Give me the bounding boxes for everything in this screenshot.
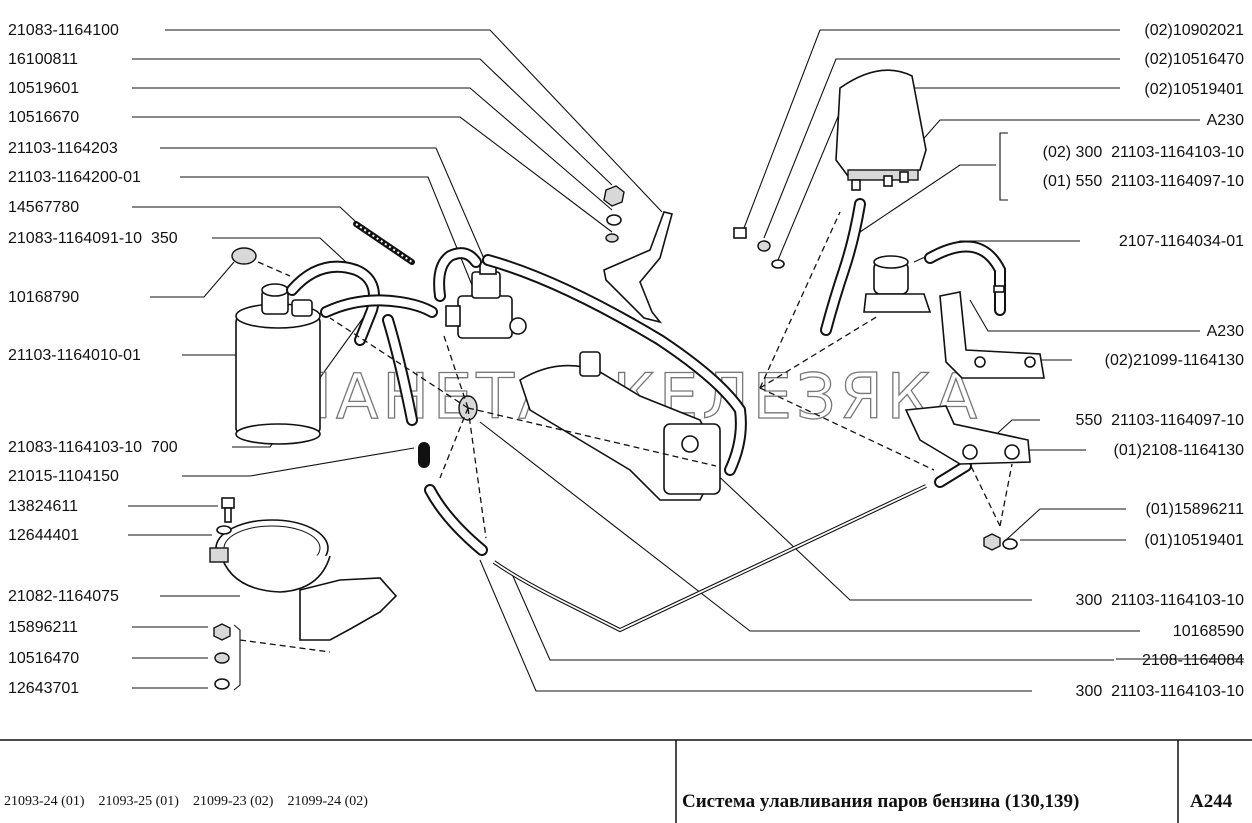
nut-01-15896211 xyxy=(983,533,1001,551)
label-02-21099-1164130: (02)21099-1164130 xyxy=(1105,352,1244,369)
fuel-separator xyxy=(835,69,927,191)
throttle-body xyxy=(519,351,721,501)
label-10516470: 10516470 xyxy=(8,650,79,667)
bolt-13824611 xyxy=(221,497,235,523)
label-02-10516470: (02)10516470 xyxy=(1144,51,1244,68)
purge-solenoid-valve xyxy=(445,261,527,339)
label-10516670: 10516670 xyxy=(8,109,79,126)
washer-10516670 xyxy=(605,233,619,243)
label-10168790: 10168790 xyxy=(8,289,79,306)
footer-title: Система улавливания паров бензина (130,1… xyxy=(682,791,1079,812)
label-02-300-21103-1164103-10: (02) 300 21103-1164103-10 xyxy=(1043,144,1244,161)
label-21103-1164010-01: 21103-1164010-01 xyxy=(8,347,141,364)
label-21015-1104150: 21015-1104150 xyxy=(8,468,119,485)
washer-10519601 xyxy=(606,214,622,226)
label-300-21103-1164103-10-b: 300 21103-1164103-10 xyxy=(1076,683,1245,700)
bolt-02-10902021 xyxy=(733,227,747,239)
left-labels: 21083-1164100 16100811 10519601 10516670… xyxy=(8,22,178,697)
footer-page-code: A244 xyxy=(1190,791,1233,812)
washer-01-10519401 xyxy=(1002,538,1018,550)
gravity-valve xyxy=(863,255,932,313)
label-21083-1164091-10-350: 21083-1164091-10 350 xyxy=(8,230,178,247)
label-2107-1164034-01: 2107-1164034-01 xyxy=(1119,233,1244,250)
label-2108-1164084: 2108-1164084 xyxy=(1142,652,1244,669)
assembly-arrows xyxy=(239,211,1013,653)
bolt-a230 xyxy=(993,285,1005,293)
label-300-21103-1164103-10-a: 300 21103-1164103-10 xyxy=(1076,592,1245,609)
label-21082-1164075: 21082-1164075 xyxy=(8,588,119,605)
label-12643701: 12643701 xyxy=(8,680,79,697)
label-21103-1164200-01: 21103-1164200-01 xyxy=(8,169,141,186)
label-10519601: 10519601 xyxy=(8,80,79,97)
label-15896211: 15896211 xyxy=(8,619,78,636)
label-21103-1164203: 21103-1164203 xyxy=(8,140,118,157)
label-01-2108-1164130: (01)2108-1164130 xyxy=(1114,442,1245,459)
label-01-10519401: (01)10519401 xyxy=(1144,532,1244,549)
washer-12643701 xyxy=(214,678,230,690)
label-12644401: 12644401 xyxy=(8,527,79,544)
label-01-550-21103-1164097-10: (01) 550 21103-1164097-10 xyxy=(1043,173,1244,190)
leader-lines-left xyxy=(128,29,663,689)
footer-model-list: 21093-24 (01) 21093-25 (01) 21099-23 (02… xyxy=(4,794,368,809)
nut-15896211 xyxy=(213,623,231,641)
label-02-10519401: (02)10519401 xyxy=(1144,81,1244,98)
label-21083-1164103-10-700: 21083-1164103-10 700 xyxy=(8,439,178,456)
washer-10516470 xyxy=(214,652,230,664)
label-16100811: 16100811 xyxy=(8,51,78,68)
label-02-10902021: (02)10902021 xyxy=(1144,22,1244,39)
label-13824611: 13824611 xyxy=(8,498,78,515)
left-label-bracket xyxy=(233,624,241,691)
right-label-bracket xyxy=(999,132,1008,201)
metal-tube-2108-1164084 xyxy=(492,484,927,633)
adsorber-canister xyxy=(235,283,321,445)
label-10168590: 10168590 xyxy=(1173,623,1244,640)
canister-hoses xyxy=(286,260,438,426)
nut-16100811 xyxy=(603,185,625,207)
right-labels: (02)10902021 (02)10516470 (02)10519401 A… xyxy=(1043,22,1244,700)
bracket-01-2108-1164130 xyxy=(904,405,1031,465)
label-550-21103-1164097-10: 550 21103-1164097-10 xyxy=(1076,412,1245,429)
bracket-02-21099-1164130 xyxy=(939,291,1045,379)
label-a230-mid: A230 xyxy=(1207,323,1244,340)
hose-clamp-10168790 xyxy=(231,247,257,265)
label-21083-1164100: 21083-1164100 xyxy=(8,22,119,39)
bracket-21083-1164100 xyxy=(603,211,673,324)
washer-02-10516470 xyxy=(757,240,771,252)
label-01-15896211: (01)15896211 xyxy=(1146,501,1245,518)
hose-strap-14567780 xyxy=(353,221,415,265)
label-a230-top: A230 xyxy=(1207,112,1244,129)
washer-12644401 xyxy=(216,525,232,535)
label-14567780: 14567780 xyxy=(8,199,79,216)
canister-band-21082-1164075 xyxy=(209,519,398,641)
footer: 21093-24 (01) 21093-25 (01) 21099-23 (02… xyxy=(0,739,1252,823)
washer-02-10519401 xyxy=(771,259,785,269)
